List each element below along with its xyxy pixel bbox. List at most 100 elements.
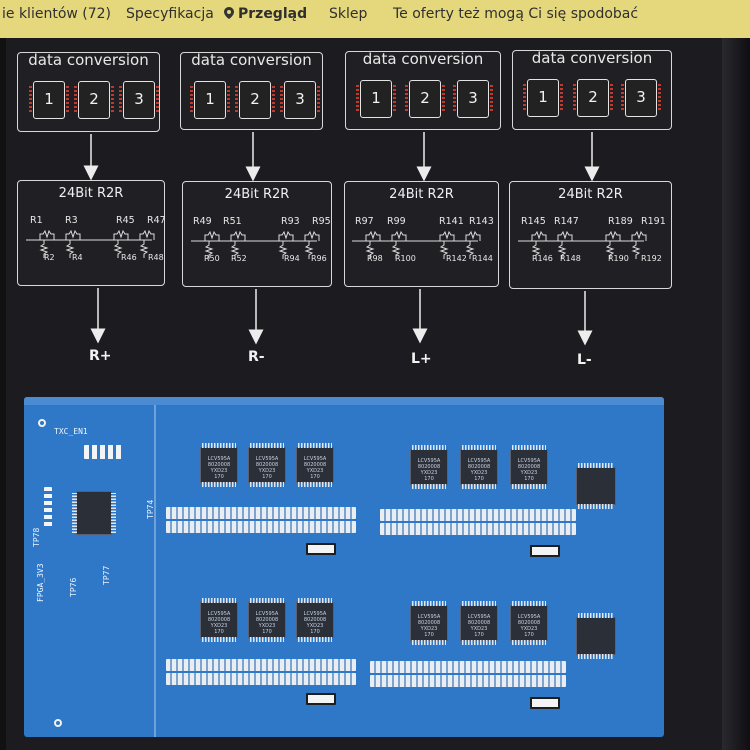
- r2r-ladder-icon: [351, 231, 481, 260]
- r2r-title: 24Bit R2R: [389, 187, 454, 202]
- pcb-render-image: TXC_EN1 FPGA_3V3 TP78 TP74 TP76 TP77 LCV…: [24, 397, 664, 737]
- silkscreen-label: TP76: [69, 577, 78, 597]
- dac-ic: LCV595A 8020008 YXD23 170: [460, 601, 498, 645]
- silkscreen-label: FPGA_3V3: [36, 563, 45, 602]
- r2r-block-2: 24Bit R2R R49 R51 R93 R95 R50 R52 R94 R9…: [182, 181, 332, 287]
- resistor-label: R142: [446, 254, 467, 263]
- dac-chip-1: 1: [356, 80, 396, 118]
- dac-chip-2: 2: [573, 79, 613, 117]
- dac-ic: LCV595A 8020008 YXD23 170: [510, 601, 548, 645]
- resistor-label: R46: [121, 253, 137, 262]
- dac-chip-3: 3: [621, 79, 661, 117]
- r2r-ladder-icon: [517, 231, 647, 260]
- dac-chip-1: 1: [190, 81, 230, 119]
- resistor-label: R52: [231, 254, 247, 263]
- opamp-ic: [576, 613, 616, 659]
- nav-shop[interactable]: Sklep: [329, 6, 368, 22]
- resistor-label: R141: [439, 216, 464, 227]
- resistor-label: R99: [387, 216, 406, 227]
- resistor-array: [380, 523, 576, 535]
- resistor-label: R146: [532, 254, 553, 263]
- resistor-label: R189: [608, 216, 633, 227]
- resistor-label: R2: [44, 253, 55, 262]
- r2r-block-4: 24Bit R2R R145 R147 R189 R191 R146 R148 …: [509, 181, 672, 289]
- resistor-array: [166, 673, 356, 685]
- resistor-array: [370, 675, 566, 687]
- nav-overview-label: Przegląd: [238, 6, 308, 22]
- monitor-bezel-left: [0, 38, 6, 750]
- resistor-label: R45: [116, 215, 135, 226]
- capacitor: [530, 545, 560, 557]
- resistor-array: [166, 507, 356, 519]
- dac-ic: LCV595A 8020008 YXD23 170: [296, 598, 334, 642]
- resistor-label: R94: [284, 254, 300, 263]
- nav-specs[interactable]: Specyfikacja: [126, 6, 214, 22]
- resistor-label: R48: [148, 253, 164, 262]
- dac-chip-3: 3: [280, 81, 320, 119]
- resistor-label: R96: [311, 254, 327, 263]
- capacitor: [306, 543, 336, 555]
- r2r-block-1: 24Bit R2R R1 R3 R45 R47 R2 R4 R46 R48: [17, 180, 166, 286]
- resistor-label: R1: [30, 215, 43, 226]
- resistor-label: R50: [204, 254, 220, 263]
- r2r-ladder-icon: [190, 231, 320, 260]
- dac-ic: LCV595A 8020008 YXD23 170: [248, 443, 286, 487]
- dac-ic: LCV595A 8020008 YXD23 170: [460, 445, 498, 489]
- silkscreen-label: TP74: [146, 499, 155, 519]
- output-label-r-minus: R-: [248, 349, 265, 365]
- r2r-title: 24Bit R2R: [558, 187, 623, 202]
- resistor-label: R190: [608, 254, 629, 263]
- data-conversion-label: data conversion: [531, 49, 653, 67]
- smd-pads: [84, 445, 124, 459]
- data-conversion-block-3: data conversion 1 2 3: [345, 50, 501, 130]
- nav-reviews[interactable]: ie klientów (72): [2, 6, 112, 22]
- data-conversion-label: data conversion: [191, 51, 312, 69]
- resistor-label: R95: [312, 216, 331, 227]
- dac-ic: LCV595A 8020008 YXD23 170: [200, 443, 238, 487]
- resistor-label: R3: [65, 215, 78, 226]
- silkscreen-label: TXC_EN1: [54, 427, 88, 436]
- nav-suggestions[interactable]: Te oferty też mogą Ci się spodobać: [393, 6, 639, 22]
- top-navigation: ie klientów (72) Specyfikacja Przegląd S…: [0, 0, 750, 38]
- resistor-label: R98: [367, 254, 383, 263]
- resistor-label: R47: [147, 215, 166, 226]
- dac-chip-2: 2: [74, 81, 114, 119]
- resistor-array: [166, 521, 356, 533]
- resistor-label: R97: [355, 216, 374, 227]
- resistor-label: R191: [641, 216, 666, 227]
- dac-ic: LCV595A 8020008 YXD23 170: [510, 445, 548, 489]
- resistor-label: R51: [223, 216, 242, 227]
- dac-ic: LCV595A 8020008 YXD23 170: [248, 598, 286, 642]
- dac-chip-2: 2: [405, 80, 445, 118]
- dac-ic: LCV595A 8020008 YXD23 170: [200, 598, 238, 642]
- dac-ic: LCV595A 8020008 YXD23 170: [296, 443, 334, 487]
- silkscreen-label: TP77: [102, 565, 111, 585]
- data-conversion-label: data conversion: [28, 51, 149, 69]
- dac-ic: LCV595A 8020008 YXD23 170: [410, 601, 448, 645]
- location-pin-icon: [224, 7, 234, 19]
- resistor-label: R144: [472, 254, 493, 263]
- board-edge: [24, 397, 664, 405]
- capacitor: [306, 693, 336, 705]
- data-conversion-block-4: data conversion 1 2 3: [512, 49, 672, 130]
- mounting-hole: [54, 719, 62, 727]
- resistor-label: R100: [395, 254, 416, 263]
- controller-chip: [76, 491, 112, 535]
- output-label-l-minus: L-: [577, 352, 592, 368]
- r2r-title: 24Bit R2R: [58, 186, 124, 201]
- resistor-label: R145: [521, 216, 546, 227]
- nav-overview[interactable]: Przegląd: [224, 6, 307, 22]
- r2r-ladder-icon: [25, 230, 155, 259]
- mounting-hole: [38, 419, 46, 427]
- resistor-label: R93: [281, 216, 300, 227]
- dac-chip-2: 2: [235, 81, 275, 119]
- data-conversion-label: data conversion: [362, 50, 484, 68]
- dac-chip-3: 3: [119, 81, 159, 119]
- data-conversion-block-2: data conversion 1 2 3: [180, 51, 323, 130]
- dac-ic: LCV595A 8020008 YXD23 170: [410, 445, 448, 489]
- dac-chip-3: 3: [453, 80, 493, 118]
- dac-chip-1: 1: [29, 81, 69, 119]
- resistor-array: [166, 659, 356, 671]
- silkscreen-label: TP78: [32, 527, 41, 547]
